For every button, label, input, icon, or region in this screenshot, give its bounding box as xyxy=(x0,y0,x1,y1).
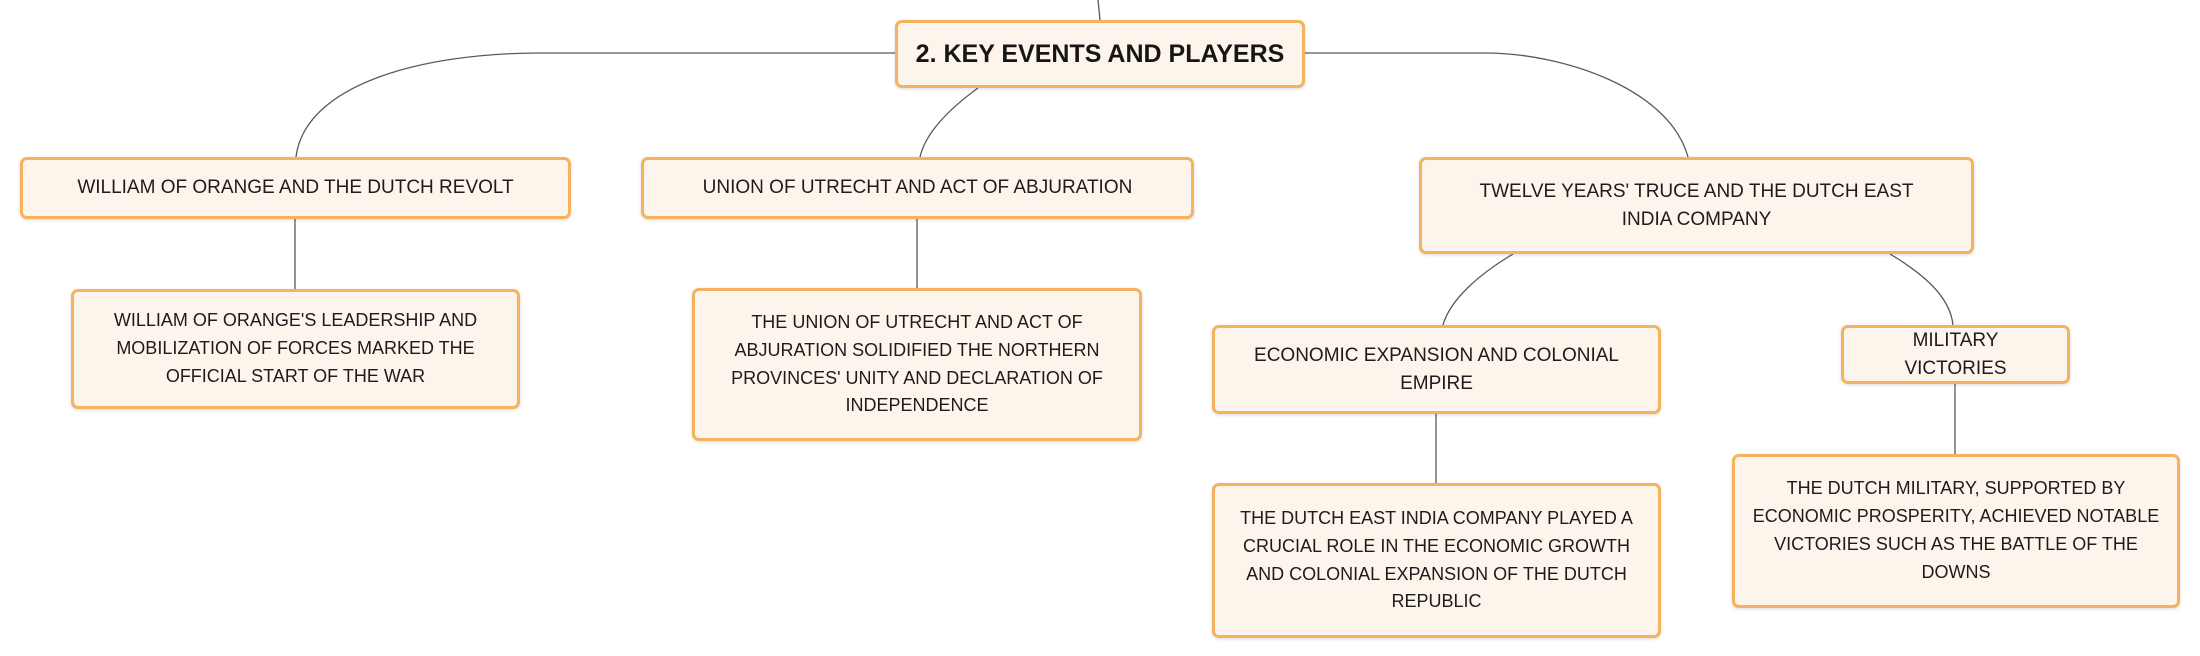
node-twelve-years-truce[interactable]: TWELVE YEARS' TRUCE AND THE DUTCH EAST I… xyxy=(1419,157,1974,254)
connector-truce-economic xyxy=(1442,253,1514,326)
connector-parent-stub xyxy=(1097,0,1101,21)
node-william-of-orange[interactable]: WILLIAM OF ORANGE AND THE DUTCH REVOLT xyxy=(20,157,571,219)
node-william-detail[interactable]: WILLIAM OF ORANGE'S LEADERSHIP AND MOBIL… xyxy=(71,289,520,409)
connector-root-william xyxy=(295,52,895,158)
node-economic-expansion[interactable]: ECONOMIC EXPANSION AND COLONIAL EMPIRE xyxy=(1212,325,1661,414)
connector-truce-military xyxy=(1889,253,1954,326)
connector-root-truce xyxy=(1305,52,1689,158)
node-union-detail[interactable]: THE UNION OF UTRECHT AND ACT OF ABJURATI… xyxy=(692,288,1142,441)
node-economic-detail[interactable]: THE DUTCH EAST INDIA COMPANY PLAYED A CR… xyxy=(1212,483,1661,638)
node-union-of-utrecht[interactable]: UNION OF UTRECHT AND ACT OF ABJURATION xyxy=(641,157,1194,219)
root-node[interactable]: 2. KEY EVENTS AND PLAYERS xyxy=(895,20,1305,88)
connector-root-union xyxy=(919,87,979,158)
node-military-detail[interactable]: THE DUTCH MILITARY, SUPPORTED BY ECONOMI… xyxy=(1732,454,2180,608)
node-military-victories[interactable]: MILITARY VICTORIES xyxy=(1841,325,2070,384)
